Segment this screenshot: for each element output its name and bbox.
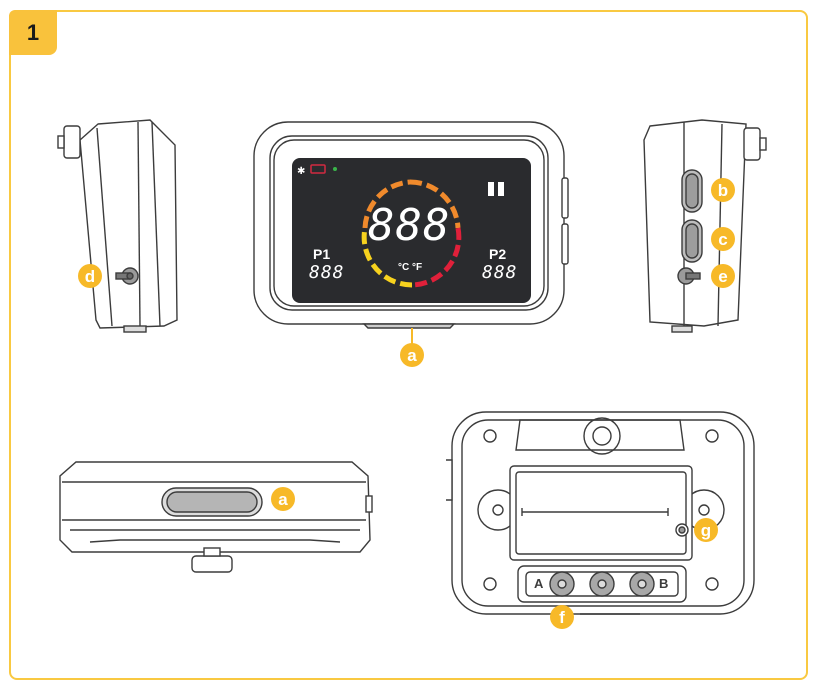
left-side-view [57,119,178,333]
unit-label: °C °F [398,262,423,273]
front-view [253,121,569,329]
probe1-reading: 888 [309,262,345,283]
step-number-badge: 1 [9,10,57,55]
port-a-label: A [534,576,544,591]
callout-a-bottom: a [271,487,295,511]
right-side-view [643,119,767,333]
probe2-reading: 888 [482,262,518,283]
signal-dot-icon [333,167,337,171]
main-temperature-reading: 888 [368,200,451,251]
battery-icon [310,164,326,174]
callout-e: e [711,264,735,288]
pause-icon [488,182,494,196]
bottom-view [59,461,373,573]
callout-b: b [711,178,735,202]
temperature-ring [361,179,462,288]
probe2-label: P2 [489,246,507,262]
callout-d: d [78,264,102,288]
callout-f: f [550,605,574,629]
figure-frame [9,10,808,680]
callout-c: c [711,227,735,251]
callout-a-front: a [400,343,424,367]
back-view [446,411,755,615]
callout-g: g [694,518,718,542]
bluetooth-icon: ✱ [297,166,305,177]
probe1-label: P1 [313,246,331,262]
port-b-label: B [659,576,669,591]
